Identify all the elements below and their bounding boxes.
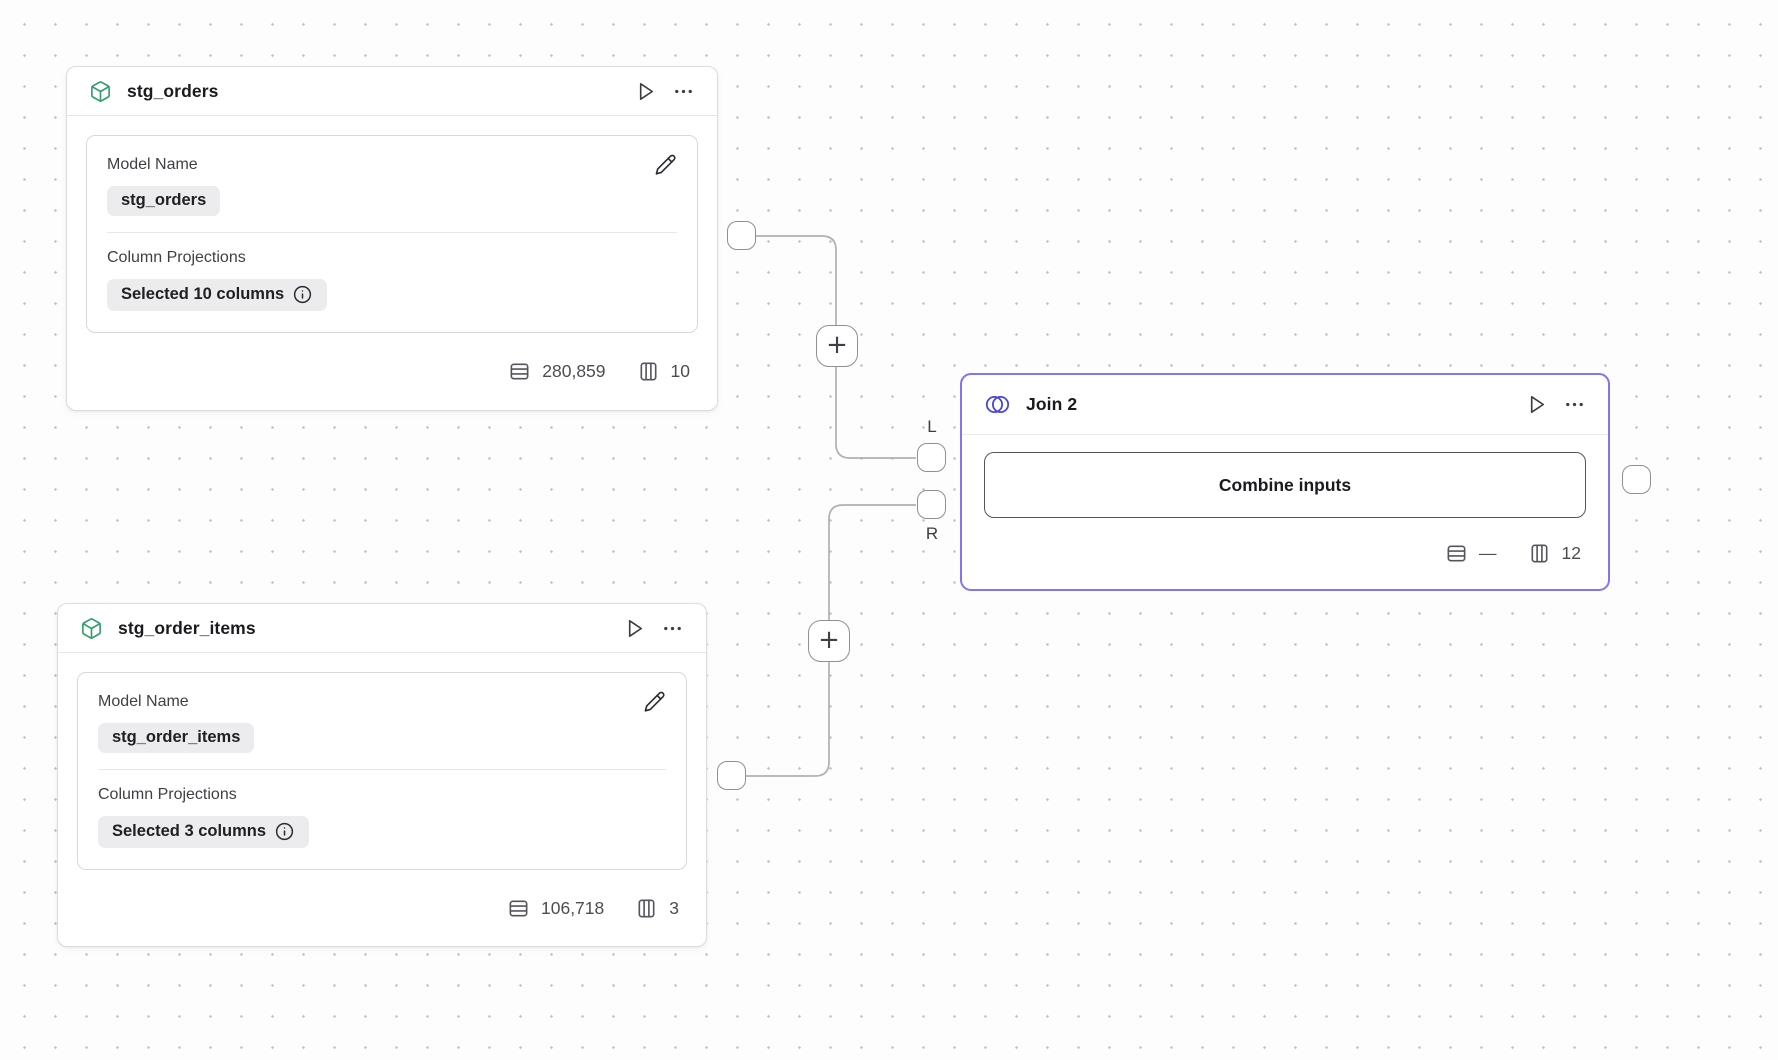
model-name-chip[interactable]: stg_orders <box>107 186 221 216</box>
ellipsis-icon <box>664 626 681 630</box>
info-icon <box>294 285 312 304</box>
node-join-2[interactable]: Join 2 Combine inputs — 12 <box>960 373 1610 591</box>
node-stats: 280,859 10 <box>67 333 717 410</box>
row-count-icon <box>510 363 529 380</box>
join-right-input-label: R <box>925 524 939 543</box>
row-count: 106,718 <box>541 897 605 918</box>
join-left-input-port[interactable] <box>917 443 946 472</box>
column-projections-value: Selected 10 columns <box>121 285 285 303</box>
output-port-stg-order-items[interactable] <box>717 761 746 790</box>
model-name-value: stg_order_items <box>112 728 241 746</box>
node-header: stg_order_items <box>58 604 706 653</box>
node-menu-button[interactable] <box>661 617 684 640</box>
output-port-stg-orders[interactable] <box>727 221 756 250</box>
column-count: 12 <box>1561 543 1581 563</box>
node-title: stg_orders <box>127 80 219 101</box>
card-divider <box>107 232 677 233</box>
run-node-button[interactable] <box>634 80 657 103</box>
run-node-button[interactable] <box>1525 393 1548 416</box>
column-projections-value: Selected 3 columns <box>112 822 267 840</box>
model-name-label: Model Name <box>107 156 198 173</box>
output-port-join[interactable] <box>1622 465 1651 494</box>
ellipsis-icon <box>1566 402 1583 407</box>
node-config-card: Model Name stg_orders Column Projections… <box>86 135 698 333</box>
ellipsis-icon <box>675 89 692 93</box>
card-divider <box>98 769 666 770</box>
model-cube-icon <box>91 80 110 102</box>
edit-model-name-button[interactable] <box>654 153 677 176</box>
column-projections-chip[interactable]: Selected 3 columns <box>98 816 310 848</box>
column-count: 10 <box>670 361 690 381</box>
row-count-icon <box>1447 545 1466 562</box>
row-count: 280,859 <box>542 361 606 381</box>
node-title: Join 2 <box>1026 394 1078 414</box>
play-icon <box>639 82 654 100</box>
node-menu-button[interactable] <box>672 80 695 103</box>
column-count: 3 <box>669 897 679 918</box>
add-node-on-wire-button-top[interactable]: + <box>816 325 858 367</box>
node-title: stg_order_items <box>118 617 256 638</box>
node-stg-orders[interactable]: stg_orders Model Name <box>66 66 718 411</box>
plus-icon: + <box>826 330 848 360</box>
column-projections-label: Column Projections <box>98 786 237 803</box>
node-menu-button[interactable] <box>1563 393 1586 416</box>
column-projections-chip[interactable]: Selected 10 columns <box>107 279 328 311</box>
row-count-icon <box>509 899 528 917</box>
node-stg-order-items[interactable]: stg_order_items Model Name <box>57 603 707 947</box>
row-count: — <box>1479 543 1497 563</box>
combine-inputs-button[interactable]: Combine inputs <box>984 452 1586 518</box>
pencil-icon <box>644 691 665 712</box>
model-name-chip[interactable]: stg_order_items <box>98 723 255 753</box>
node-stats: 106,718 3 <box>58 870 706 946</box>
play-icon <box>1530 396 1545 413</box>
column-count-icon <box>640 362 657 381</box>
join-right-input-port[interactable] <box>917 490 946 519</box>
column-count-icon <box>1531 544 1548 563</box>
play-icon <box>628 619 643 637</box>
plus-icon: + <box>818 625 840 655</box>
node-config-card: Model Name stg_order_items Column Projec… <box>77 672 687 870</box>
node-header: stg_orders <box>67 67 717 116</box>
join-left-input-label: L <box>927 417 937 436</box>
node-stats: — 12 <box>962 518 1608 589</box>
join-circles-icon <box>985 395 1010 414</box>
pencil-icon <box>655 154 676 175</box>
model-name-value: stg_orders <box>121 191 207 209</box>
add-node-on-wire-button-bottom[interactable]: + <box>808 620 850 662</box>
edit-model-name-button[interactable] <box>643 690 666 713</box>
info-icon <box>275 822 294 841</box>
column-projections-label: Column Projections <box>107 249 246 266</box>
column-count-icon <box>638 899 655 917</box>
model-cube-icon <box>82 617 101 639</box>
model-name-label: Model Name <box>98 693 189 710</box>
node-header: Join 2 <box>962 375 1608 435</box>
run-node-button[interactable] <box>623 617 646 640</box>
